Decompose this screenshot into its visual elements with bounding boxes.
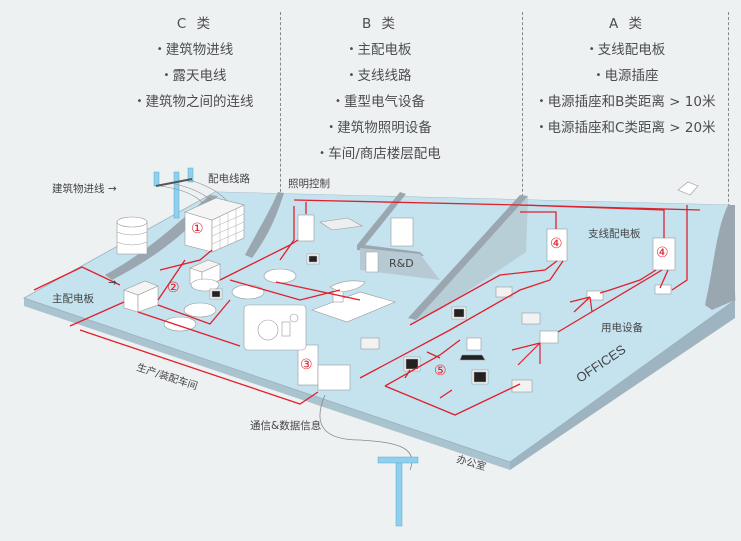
distribution-lines-label: 配电线路 (208, 173, 250, 185)
category-a-item: 电源插座和B类距离 > 10米 (522, 89, 732, 115)
entry-pole (173, 171, 180, 219)
marker-4b: ④ (656, 245, 669, 261)
marker-2: ② (167, 280, 180, 296)
office-devices (360, 284, 672, 393)
back-wall (175, 192, 730, 220)
category-c-item: 建筑物之间的连线 (100, 89, 290, 115)
branch-panel-label: 支线配电板 (588, 228, 641, 240)
rnd-label: R&D (389, 257, 414, 270)
category-b-item: 建筑物照明设备 (295, 115, 465, 141)
computer-icons (209, 253, 489, 385)
equipment-label: 用电设备 (601, 322, 643, 334)
lighting-panel (319, 217, 363, 231)
production-label: 生产/装配车间 (135, 360, 199, 392)
category-a-item: 电源插座和C类距离 > 20米 (522, 115, 732, 141)
telecom-box (317, 364, 351, 391)
rnd-cabinet (390, 217, 414, 247)
divider-c-b (280, 12, 281, 202)
wall-mid-curve (245, 192, 284, 258)
wall-diagonal (408, 195, 528, 320)
conveyor-rollers (163, 268, 297, 332)
category-c-item: 建筑物进线 (100, 37, 290, 63)
divider-b-a (522, 12, 523, 212)
lighting-cabinet (297, 214, 315, 242)
category-c-item: 露天电线 (100, 63, 290, 89)
category-a-title: A 类 (608, 16, 646, 32)
marker-4a: ④ (550, 236, 563, 252)
telecom-pole (395, 459, 403, 527)
building-entry-label: 建筑物进线 → (52, 181, 117, 196)
floor-edge-left (24, 298, 510, 470)
workbench-machine (311, 280, 396, 323)
marker-3: ③ (300, 357, 313, 373)
main-panel-label: 主配电板 (52, 293, 94, 305)
category-b-item: 主配电板 (295, 37, 465, 63)
rnd-room (360, 248, 440, 280)
category-b: B 类 主配电板 支线线路 重型电气设备 建筑物照明设备 车间/商店楼层配电 (295, 12, 465, 167)
building-entry-text: 建筑物进线 (52, 183, 105, 195)
category-b-title: B 类 (361, 16, 399, 32)
category-c: C 类 建筑物进线 露天电线 建筑物之间的连线 (100, 12, 290, 115)
switchgear-1 (184, 197, 245, 253)
storage-tank (116, 216, 148, 255)
rnd-door (365, 251, 379, 273)
arrow-right-icon: → (107, 183, 117, 195)
heavy-machine (243, 304, 307, 351)
entry-pole (187, 167, 194, 183)
category-b-item: 车间/商店楼层配电 (295, 141, 465, 167)
satellite-dish (677, 181, 699, 196)
wall-diagonal-face (416, 196, 528, 320)
arrows-equipment (511, 296, 593, 366)
category-c-title: C 类 (176, 16, 214, 32)
lighting-control-label: 照明控制 (288, 178, 330, 190)
category-a-item: 电源插座 (522, 63, 732, 89)
floor-edge-right (510, 300, 735, 470)
divider-a-right (728, 12, 729, 212)
category-b-item: 支线线路 (295, 63, 465, 89)
marker-1: ① (191, 221, 204, 237)
telecom-pole-bar (377, 456, 419, 464)
power-wiring (33, 199, 701, 416)
category-a-item: 支线配电板 (522, 37, 732, 63)
marker-5: ⑤ (434, 363, 447, 379)
category-b-item: 重型电气设备 (295, 89, 465, 115)
entry-crossbar (155, 178, 193, 187)
telecom-cable (319, 394, 413, 471)
telecom-label: 通信&数据信息 (250, 420, 322, 432)
entry-pole (153, 171, 160, 187)
wall-right-curve (705, 205, 735, 310)
category-a: A 类 支线配电板 电源插座 电源插座和B类距离 > 10米 电源插座和C类距离… (522, 12, 732, 141)
arrow-right-icon: → (108, 277, 117, 289)
